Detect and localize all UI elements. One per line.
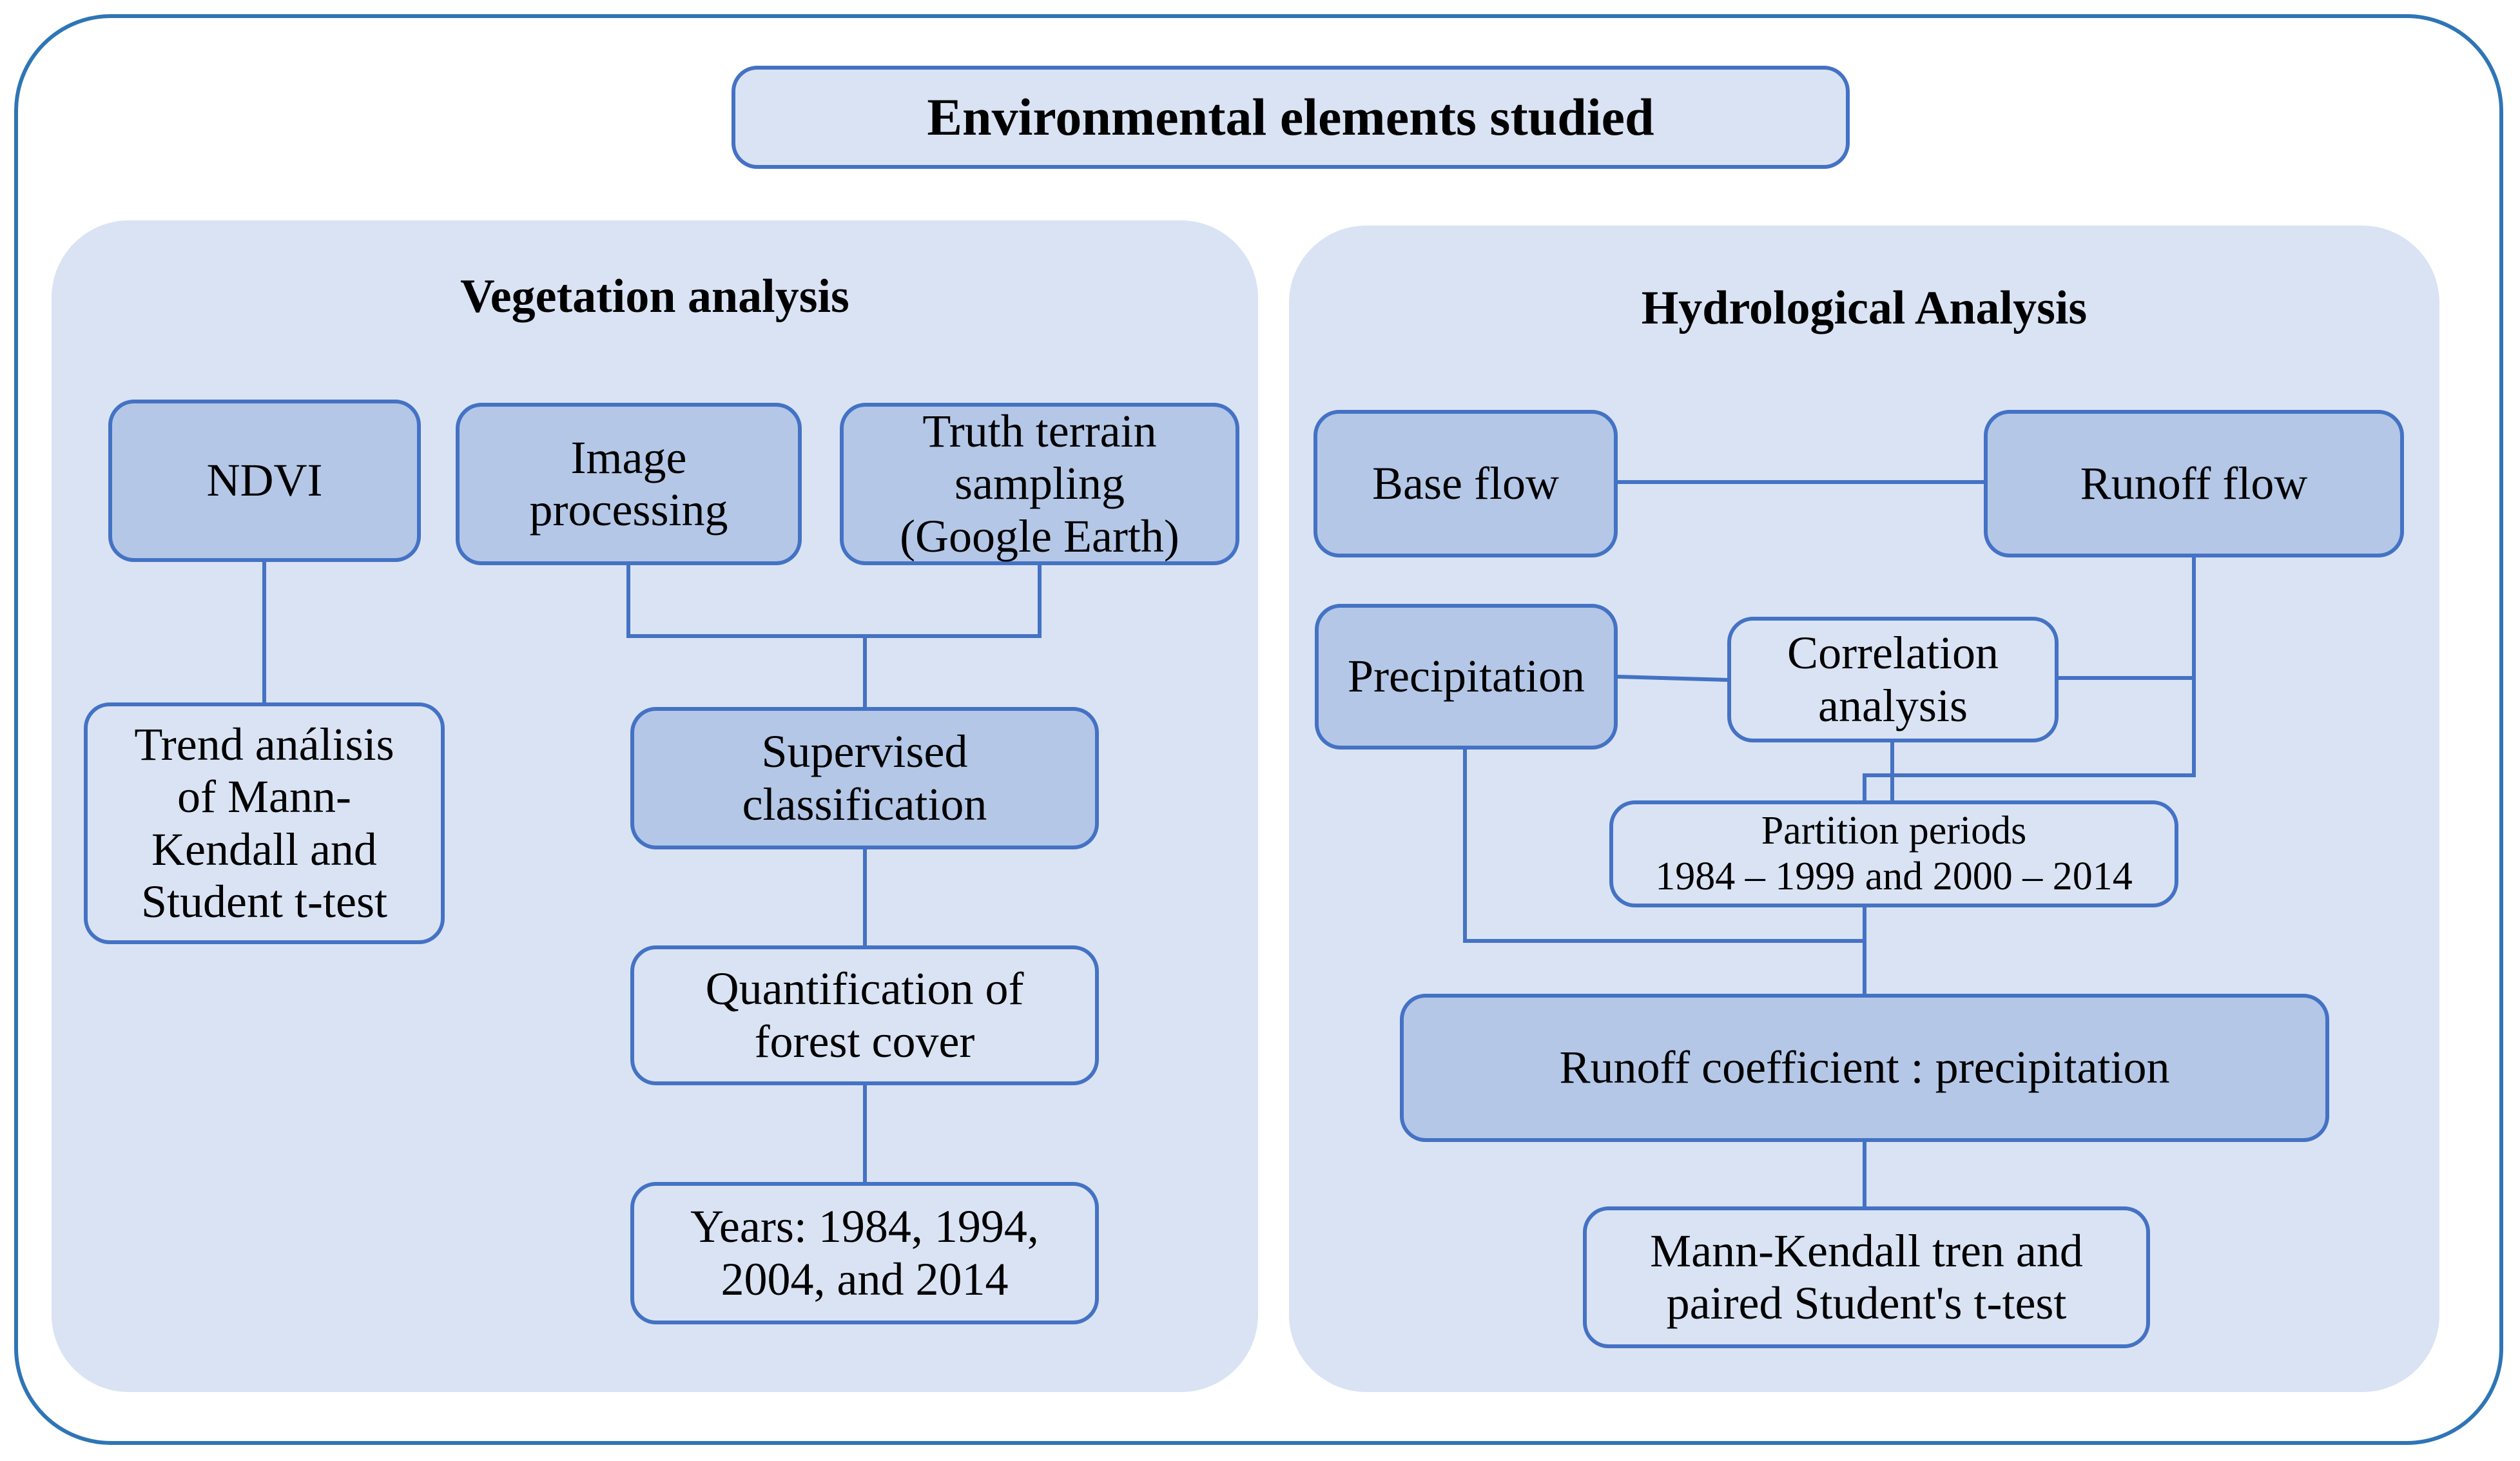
correlation-analysis-label: Correlation analysis: [1787, 627, 1999, 731]
image-truth-connector: [626, 565, 1042, 638]
truth-terrain-box: Truth terrain sampling (Google Earth): [840, 403, 1239, 565]
trend-analysis-label: Trend análisis of Mann- Kendall and Stud…: [134, 718, 394, 927]
hydrology-heading: Hydrological Analysis: [1641, 282, 2088, 334]
quantification-box: Quantification of forest cover: [630, 945, 1099, 1085]
partition-periods-box: Partition periods 1984 – 1999 and 2000 –…: [1609, 800, 2178, 907]
base-flow-box: Base flow: [1313, 410, 1618, 557]
main-title-box: Environmental elements studied: [732, 66, 1850, 169]
trend-analysis-box: Trend análisis of Mann- Kendall and Stud…: [84, 702, 445, 944]
partition-periods-label: Partition periods 1984 – 1999 and 2000 –…: [1655, 808, 2133, 898]
supervised-classification-box: Supervised classification: [630, 707, 1099, 849]
years-label: Years: 1984, 1994, 2004, and 2014: [690, 1201, 1039, 1305]
main-title: Environmental elements studied: [927, 87, 1654, 146]
mann-kendall-box: Mann-Kendall tren and paired Student's t…: [1583, 1206, 2150, 1348]
precipitation-box: Precipitation: [1315, 604, 1618, 750]
outer-frame: [14, 14, 2503, 1445]
runoff-coefficient-label: Runoff coefficient : precipitation: [1559, 1041, 2170, 1094]
mann-kendall-label: Mann-Kendall tren and paired Student's t…: [1650, 1224, 2083, 1329]
runoff-flow-label: Runoff flow: [2080, 457, 2308, 509]
correlation-analysis-box: Correlation analysis: [1727, 617, 2059, 742]
base-flow-label: Base flow: [1372, 457, 1559, 509]
runoff-partition-connector: [1863, 557, 2196, 800]
runoff-coefficient-box: Runoff coefficient : precipitation: [1400, 994, 2329, 1142]
ndvi-label: NDVI: [206, 454, 323, 507]
years-box: Years: 1984, 1994, 2004, and 2014: [630, 1182, 1099, 1324]
quantification-label: Quantification of forest cover: [705, 963, 1024, 1067]
ndvi-box: NDVI: [108, 400, 421, 562]
image-processing-box: Image processing: [456, 403, 802, 565]
supervised-classification-label: Supervised classification: [742, 726, 987, 830]
precip-correlation-connector: [1617, 675, 1728, 682]
precipitation-label: Precipitation: [1348, 650, 1585, 702]
truth-terrain-label: Truth terrain sampling (Google Earth): [900, 405, 1179, 562]
vegetation-heading: Vegetation analysis: [460, 270, 849, 323]
precip-coefficient-connector: [1463, 750, 1865, 943]
runoff-flow-box: Runoff flow: [1984, 410, 2404, 557]
image-processing-label: Image processing: [529, 431, 728, 536]
